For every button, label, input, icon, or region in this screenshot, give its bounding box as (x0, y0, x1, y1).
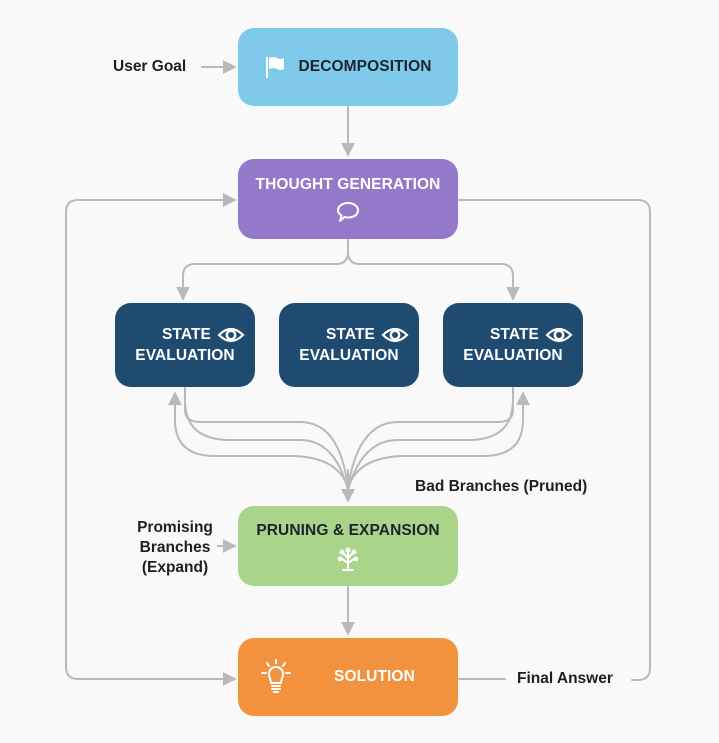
flag-icon (264, 55, 286, 79)
curve-state-3-b (347, 399, 514, 491)
solution-node[interactable]: SOLUTION (238, 638, 458, 716)
promising-line1: Promising (137, 519, 213, 536)
promising-line3: (Expand) (141, 559, 209, 576)
eye-icon (381, 326, 409, 344)
decomposition-title: DECOMPOSITION (298, 58, 432, 75)
thought-generation-title: THOUGHT GENERATION (255, 176, 441, 193)
promising-line2: Branches (139, 539, 211, 556)
curve-state-1-up (168, 391, 349, 489)
curve-state-1-a (184, 387, 349, 489)
thought-generation-node[interactable]: THOUGHT GENERATION (238, 159, 458, 239)
state-evaluation-line1: STATE (161, 325, 211, 343)
lightbulb-icon (260, 659, 292, 695)
state-evaluation-line2: EVALUATION (299, 346, 399, 364)
state-evaluation-line2: EVALUATION (463, 346, 563, 364)
user-goal-label: User Goal (113, 58, 187, 75)
pruning-expansion-title: PRUNING & EXPANSION (256, 522, 440, 539)
bad-branches-label: Bad Branches (Pruned) (415, 478, 588, 495)
final-answer-label: Final Answer (517, 670, 613, 687)
state-evaluation-node-1[interactable]: STATE EVALUATION (115, 303, 255, 387)
arrow-thought-to-state-3 (347, 239, 520, 301)
curve-state-3-up (347, 391, 530, 489)
eye-icon (545, 326, 573, 344)
eye-icon (217, 326, 245, 344)
loop-right (458, 199, 651, 681)
state-evaluation-line1: STATE (489, 325, 539, 343)
state-evaluation-node-2[interactable]: STATE EVALUATION (279, 303, 419, 387)
speech-bubble-icon (335, 200, 361, 224)
pruning-expansion-node[interactable]: PRUNING & EXPANSION (238, 506, 458, 586)
curve-state-1-b (184, 399, 349, 491)
arrow-thought-to-state-1 (176, 239, 349, 301)
solution-title: SOLUTION (334, 668, 415, 685)
curve-state-3-a (347, 387, 514, 489)
loop-left-to-solution (65, 399, 237, 686)
loop-left-to-thought (65, 193, 237, 401)
promising-branches-label: Promising Branches (Expand) (130, 518, 220, 578)
state-evaluation-line1: STATE (325, 325, 375, 343)
tree-branch-icon (335, 546, 361, 572)
state-evaluation-node-3[interactable]: STATE EVALUATION (443, 303, 583, 387)
decomposition-node[interactable]: DECOMPOSITION (238, 28, 458, 106)
state-evaluation-line2: EVALUATION (135, 346, 235, 364)
